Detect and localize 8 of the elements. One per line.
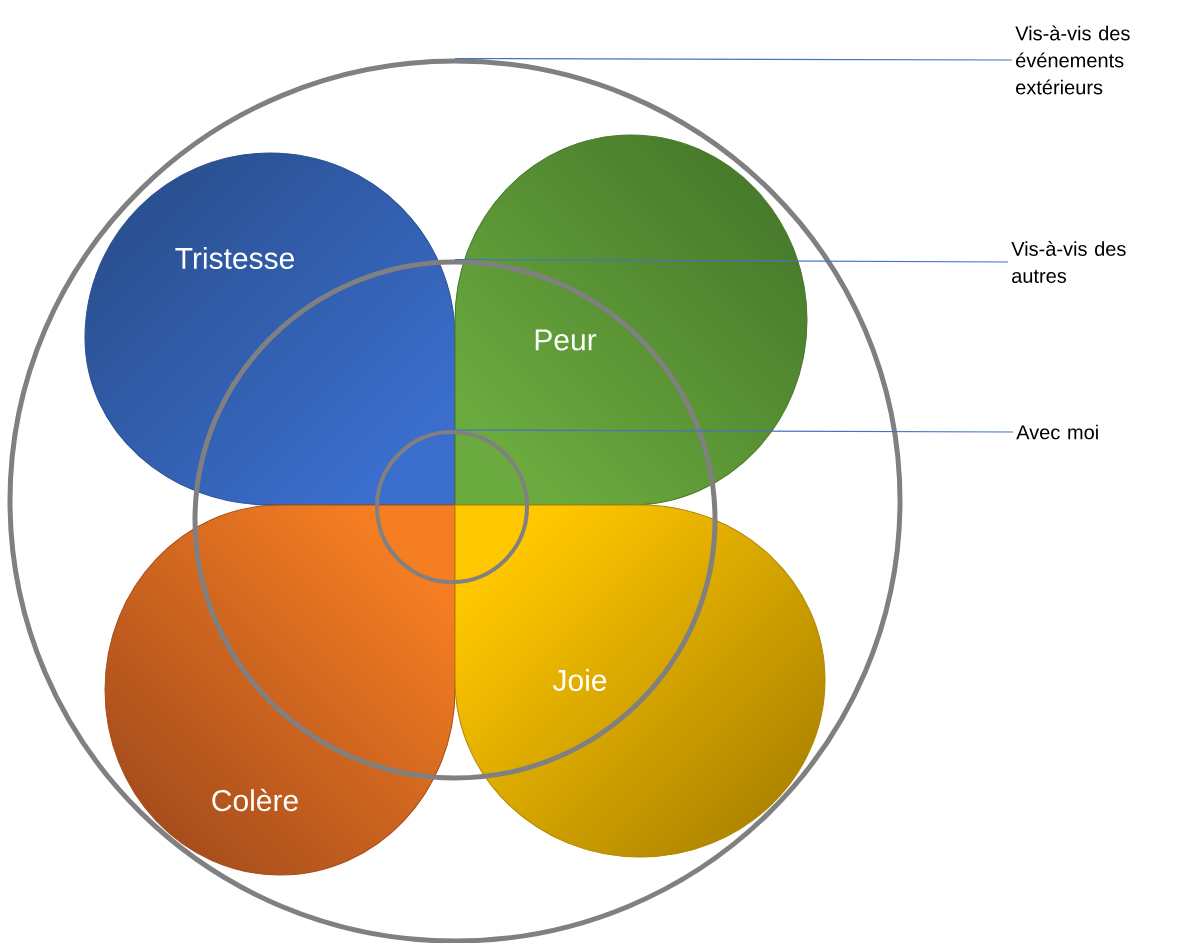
annotation-text: Vis-à-vis des événements extérieurs [1015,25,1130,95]
leader-line [454,258,1009,263]
leader-line [454,57,1013,61]
annotation-text: Vis-à-vis des autres [1011,241,1126,283]
leader-line [451,429,1014,433]
ring [375,430,529,584]
ring [7,58,903,943]
annotation-text: Avec moi [1016,424,1098,440]
